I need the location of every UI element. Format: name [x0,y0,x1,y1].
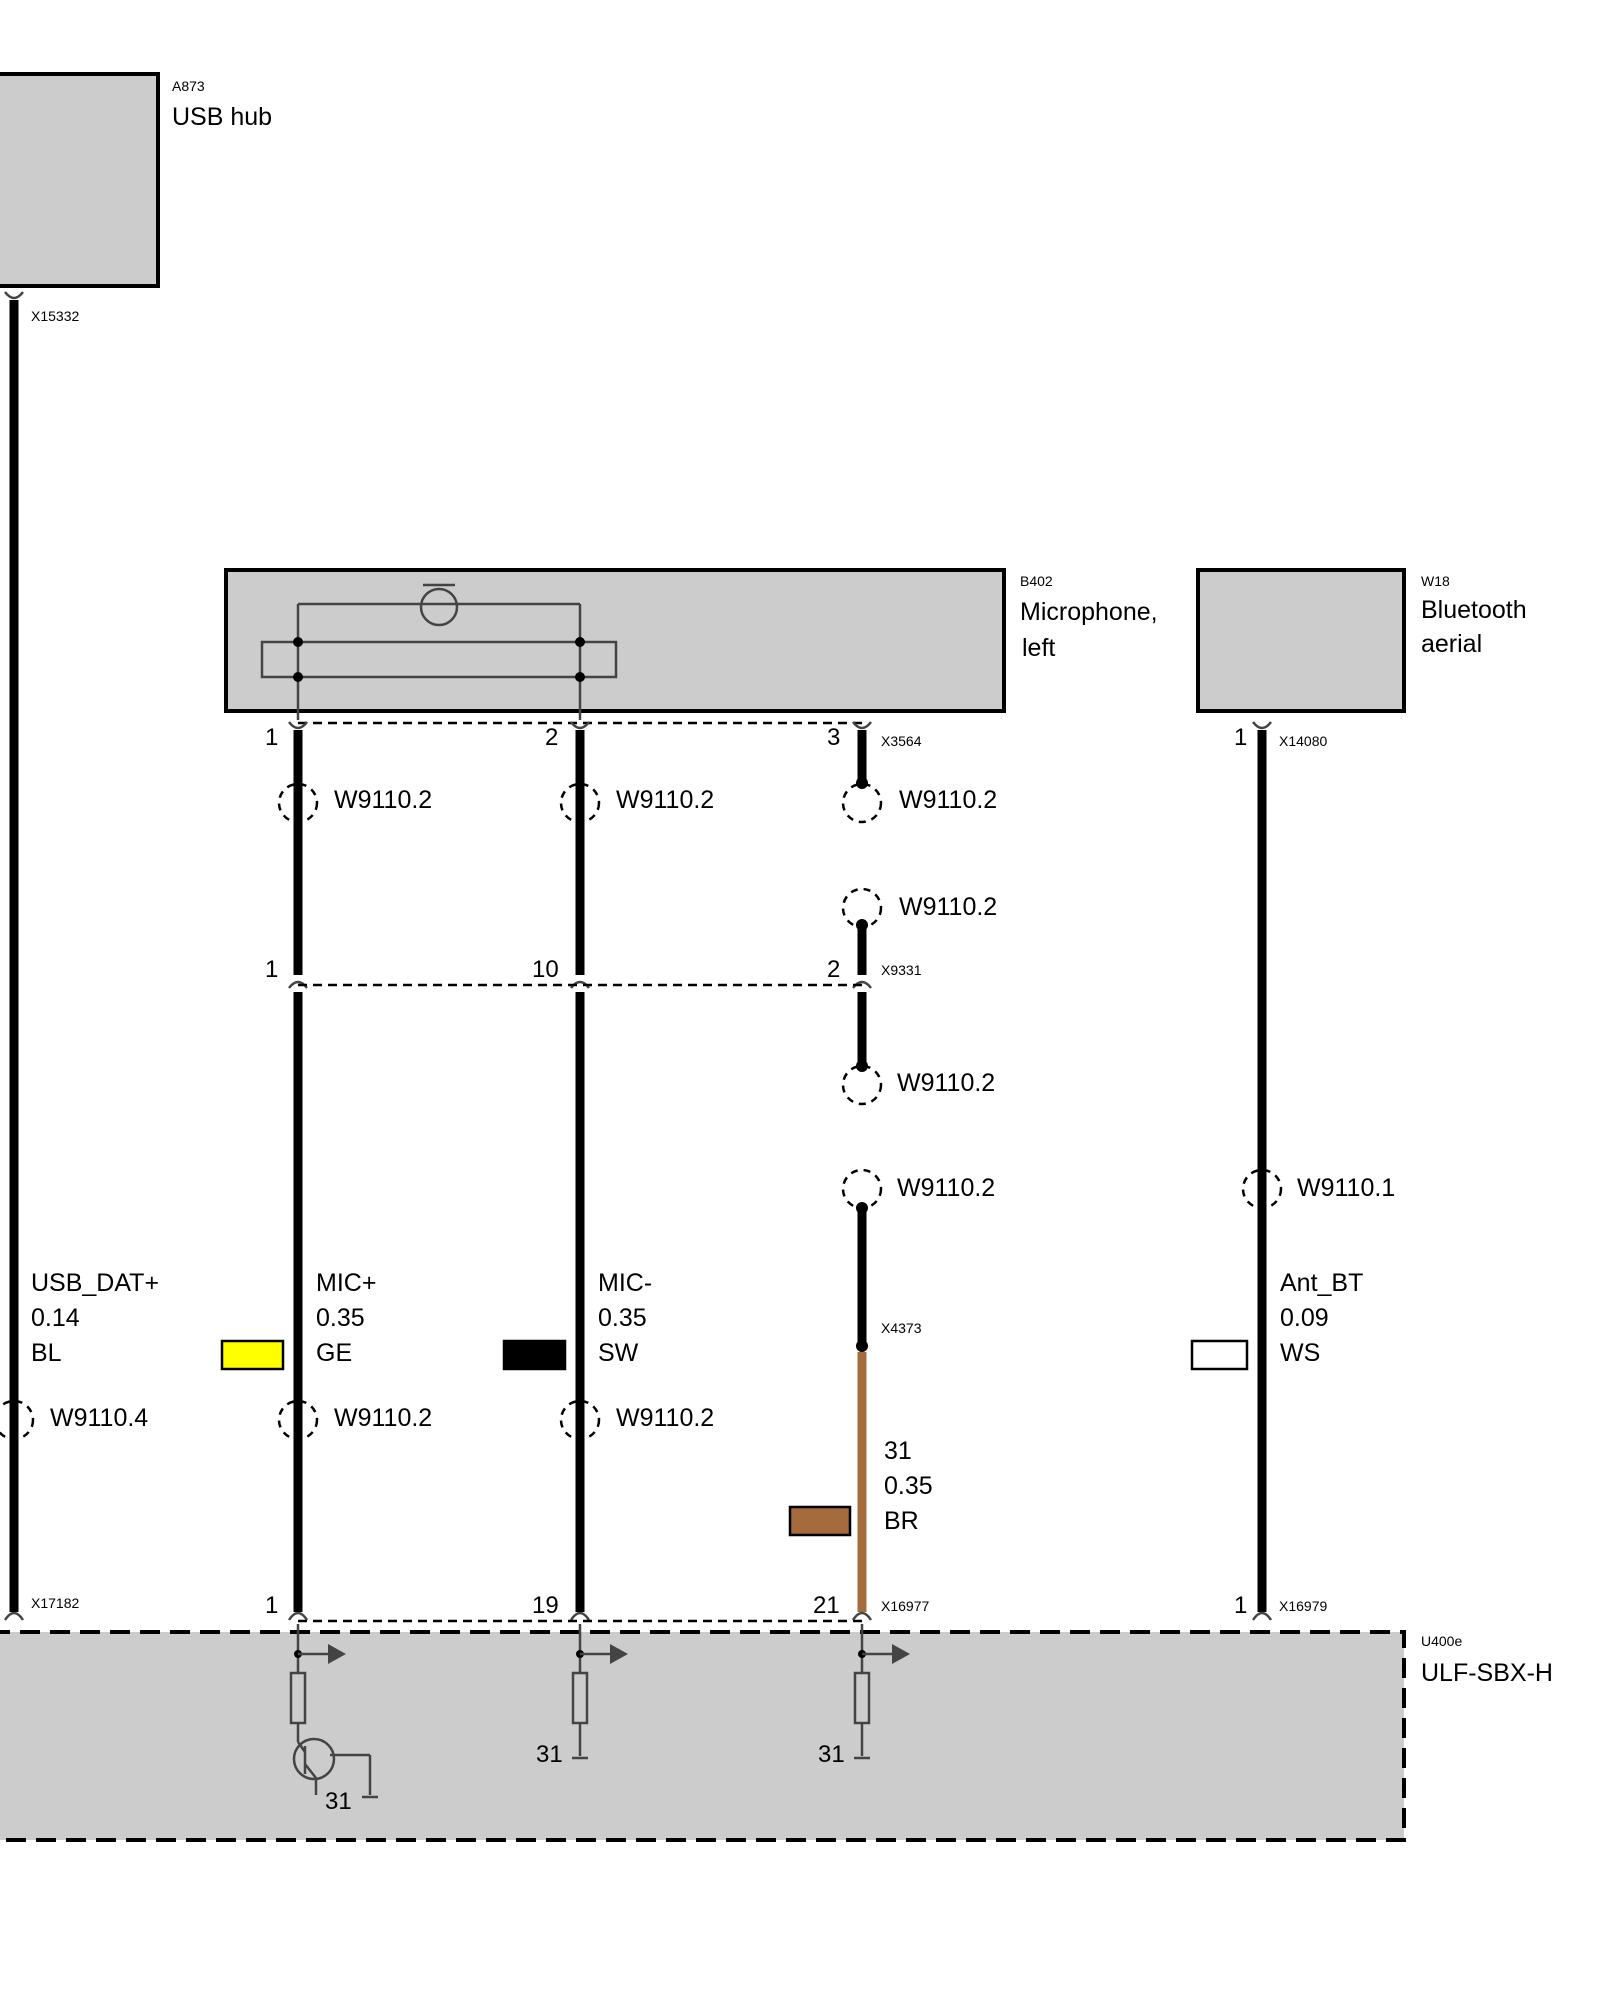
splice-x4373 [856,1340,868,1352]
gnd-input-circuit [853,1624,910,1760]
pin-socket-bt-top [1252,721,1272,730]
pin-ctrl-bt-1: 1 [1234,1592,1247,1619]
microphone-name-line2: left [1022,634,1055,662]
bt-aerial-name-line1: Bluetooth [1421,596,1527,624]
usb-hub-component[interactable] [0,72,160,288]
connector-x15332: X15332 [31,308,79,324]
control-unit-name: ULF-SBX-H [1421,1659,1553,1687]
color-chip-gnd [788,1505,852,1537]
microphone-symbol [260,583,618,720]
control-unit-code: U400e [1421,1633,1462,1649]
pin-ctrl-21: 21 [813,1592,840,1619]
pin-bt-1: 1 [1234,724,1247,751]
shield-markers [0,782,1283,1441]
wire-mic-pos-signal: MIC+ [316,1269,376,1297]
usb-hub-name: USB hub [172,103,272,131]
connector-x17182: X17182 [31,1595,79,1611]
shield-label-6: W9110.2 [897,1174,995,1202]
shield-label-7: W9110.1 [1297,1174,1395,1202]
pin-socket-bt-bottom [1251,1611,1273,1621]
connector-x14080: X14080 [1279,733,1327,749]
microphone-name-line1: Microphone, [1020,598,1158,626]
pin-socket-usb-top [4,291,24,300]
pin-socket-mic2-bottom [569,1611,591,1621]
wire-usb-signal: USB_DAT+ [31,1269,159,1297]
pin-socket-gnd-bottom [851,1611,873,1621]
wire-mic-pos-color: GE [316,1339,352,1367]
shield-label-10: W9110.2 [616,1404,714,1432]
usb-hub-code: A873 [172,78,205,94]
wire-mic-neg-color: SW [598,1339,639,1367]
wire-usb-color: BL [31,1339,62,1367]
ground-label-1: 31 [325,1788,352,1815]
pin-socket-usb-bottom [3,1611,25,1621]
shield-label-2: W9110.2 [616,786,714,814]
wire-gnd-color: BR [884,1507,919,1535]
shield-label-4: W9110.2 [899,893,997,921]
wire-mic-neg-gauge: 0.35 [598,1304,647,1332]
shield-label-8: W9110.4 [50,1404,148,1432]
shield-label-1: W9110.2 [334,786,432,814]
microphone-component[interactable] [224,568,1006,713]
connector-x9331: X9331 [881,962,922,978]
pin-x9331-10: 10 [532,956,559,983]
wire-ant-color: WS [1280,1339,1320,1367]
connector-x16977: X16977 [881,1598,929,1614]
pin-x9331-1: 1 [265,956,278,983]
pin-mic-1: 1 [265,724,278,751]
color-chip-mic-neg [502,1339,567,1371]
wire-gnd-gauge: 0.35 [884,1472,933,1500]
shield-label-5: W9110.2 [897,1069,995,1097]
wire-mic-neg-signal: MIC- [598,1269,652,1297]
bluetooth-aerial-component[interactable] [1196,568,1406,713]
wire-ant-signal: Ant_BT [1280,1269,1363,1297]
bt-aerial-code: W18 [1421,573,1450,589]
connector-x4373: X4373 [881,1320,922,1336]
mic-pos-input-circuit [289,1624,378,1799]
pin-ctrl-1: 1 [265,1592,278,1619]
wire-gnd-signal: 31 [884,1437,912,1465]
color-chip-mic-pos [220,1339,285,1371]
shield-label-9: W9110.2 [334,1404,432,1432]
connector-x16979: X16979 [1279,1598,1327,1614]
ground-label-3: 31 [818,1741,845,1768]
connector-x3564: X3564 [881,733,922,749]
mic-neg-input-circuit [571,1624,628,1760]
ground-label-2: 31 [536,1741,563,1768]
microphone-code: B402 [1020,573,1053,589]
pin-ctrl-19: 19 [532,1592,559,1619]
wire-mic-pos-gauge: 0.35 [316,1304,365,1332]
pin-socket-mic1-top [288,721,308,730]
shield-label-3: W9110.2 [899,786,997,814]
pin-mic-3: 3 [827,724,840,751]
bt-aerial-name-line2: aerial [1421,630,1482,658]
wire-usb-gauge: 0.14 [31,1304,80,1332]
pin-socket-mic3-top [852,721,872,730]
shield-drain-dot-1 [856,777,868,789]
wire-ant-gauge: 0.09 [1280,1304,1329,1332]
pin-socket-mic1-bottom [287,1611,309,1621]
pin-socket-mic2-top [570,721,590,730]
control-unit-component[interactable] [0,1630,1406,1842]
pin-mic-2: 2 [545,724,558,751]
color-chip-ant [1190,1339,1249,1371]
shield-drain-dot-3 [856,1060,868,1072]
pin-x9331-2: 2 [827,956,840,983]
